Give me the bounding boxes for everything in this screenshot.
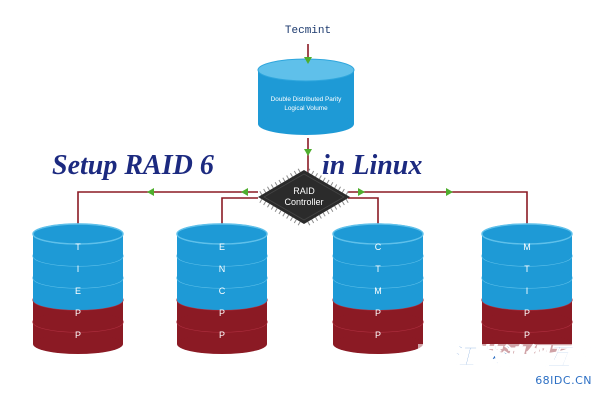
title-part2: in Linux — [322, 150, 422, 181]
arrow-right-2 — [446, 188, 453, 196]
data-block-label: M — [523, 242, 531, 252]
parity-block-label: P — [219, 330, 225, 340]
data-block-label: C — [375, 242, 382, 252]
parity-block-label: P — [524, 308, 530, 318]
arrow-into-volume — [304, 57, 312, 64]
line-controller-to-disk-3 — [348, 197, 379, 232]
parity-block-label: P — [375, 308, 381, 318]
watermark-domain: 68IDC.CN — [535, 374, 592, 387]
data-block-label: C — [219, 286, 226, 296]
data-block-label: E — [219, 242, 225, 252]
parity-block-label: P — [375, 330, 381, 340]
connector-lines — [77, 44, 528, 232]
raid-controller-chip: RAID Controller — [258, 168, 350, 226]
title-part1: Setup RAID 6 — [52, 150, 214, 181]
source-label: Tecmint — [285, 25, 331, 37]
arrow-left-2 — [147, 188, 154, 196]
disk-cylinder: C T M P P — [332, 223, 424, 354]
data-block-label: I — [77, 264, 80, 274]
logical-volume-cylinder: Double Distributed Parity Logical Volume — [257, 58, 355, 135]
data-block-label: N — [219, 264, 226, 274]
data-block-label: M — [374, 286, 382, 296]
line-controller-to-disk-2 — [221, 197, 258, 232]
disk-cylinder: M T I P P — [481, 223, 573, 354]
parity-block-label: P — [75, 330, 81, 340]
disk-array: T I E P P E N C P P C T M P P M T I P P — [32, 223, 573, 354]
parity-block-label: P — [219, 308, 225, 318]
data-block-label: E — [75, 286, 81, 296]
logical-volume-line2: Logical Volume — [284, 105, 328, 112]
watermark: 江蘇鴻網互聯 68IDC.CN — [418, 343, 598, 387]
line-controller-to-disk-1 — [77, 191, 258, 232]
controller-line1: RAID — [293, 186, 315, 196]
disk-cylinder: T I E P P — [32, 223, 124, 354]
arrow-right-1 — [358, 188, 365, 196]
arrow-volume-down — [304, 149, 312, 156]
data-block-label: T — [524, 264, 530, 274]
data-block-label: T — [75, 242, 81, 252]
data-block-label: I — [526, 286, 529, 296]
data-block-label: T — [375, 264, 381, 274]
parity-block-label: P — [524, 330, 530, 340]
parity-block-label: P — [75, 308, 81, 318]
watermark-chinese: 江蘇鴻網互聯 — [451, 343, 598, 371]
logical-volume-line1: Double Distributed Parity — [271, 96, 342, 103]
line-controller-to-disk-4 — [348, 191, 528, 232]
disk-cylinder: E N C P P — [176, 223, 268, 354]
arrow-left-1 — [241, 188, 248, 196]
controller-line2: Controller — [284, 197, 323, 207]
